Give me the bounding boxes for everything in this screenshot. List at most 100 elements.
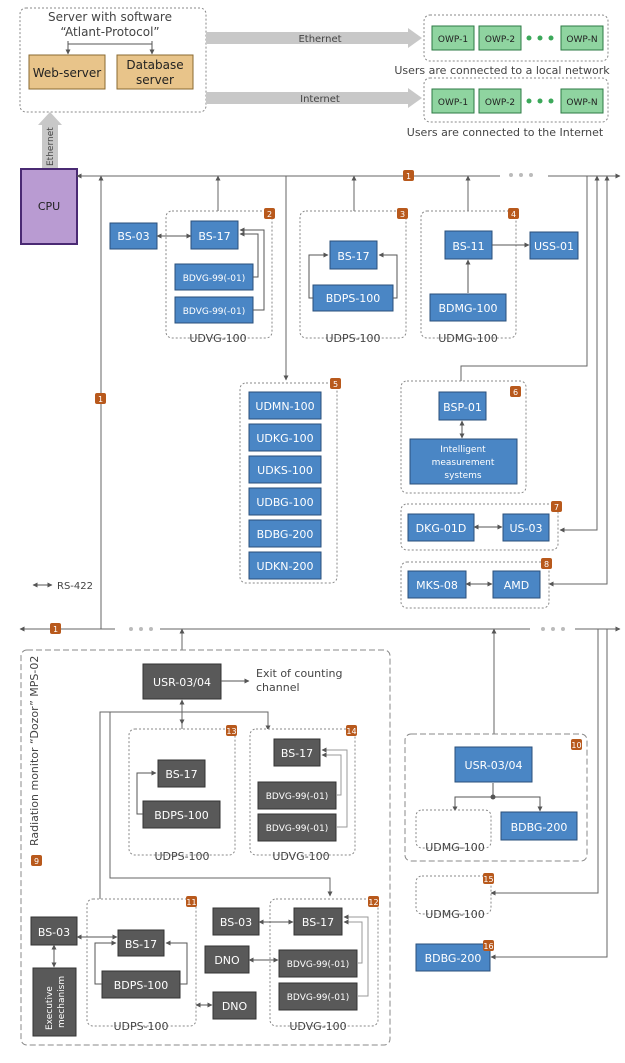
device-label: UDMN-100 — [255, 400, 314, 413]
group-7: 7 DKG-01D US-03 — [400, 501, 562, 551]
device-box — [248, 487, 322, 516]
database-server-label-2: server — [136, 73, 174, 87]
device-label: AMD — [504, 579, 530, 592]
device-label: UDKN-200 — [257, 560, 314, 573]
owp-node-label: OWP-2 — [485, 98, 515, 108]
badge: 6 — [510, 386, 521, 397]
group-udps-100: 3 BS-17 BDPS-100 UDPS-100 — [299, 208, 408, 345]
device-label: BS-03 — [38, 926, 70, 939]
svg-text:8: 8 — [544, 560, 549, 569]
device-label: BDVG-99(-01) — [287, 993, 350, 1003]
ethernet-vertical-label: Ethernet — [46, 127, 56, 166]
device-label: BDBG-200 — [511, 821, 568, 834]
badge: 2 — [264, 208, 275, 219]
local-network-group: OWP-1 OWP-2 OWP-N Users are connected to… — [394, 14, 610, 77]
device-label: DNO — [214, 954, 240, 967]
dozor-monitor-group: Radiation monitor “Dozor” MPS-02 9 USR-0… — [20, 649, 391, 1046]
group-udvg-100: 2 BS-03 BS-17 BDVG-99(-01) BDVG-99(-01) … — [109, 208, 275, 345]
svg-text:7: 7 — [554, 503, 559, 512]
exit-label-2: channel — [256, 681, 300, 694]
local-network-caption: Users are connected to a local network — [394, 64, 610, 77]
device-label: Executive — [45, 986, 55, 1030]
badge: 11 — [186, 896, 197, 907]
server-title-line1: Server with software — [48, 10, 172, 24]
svg-text:10: 10 — [571, 741, 581, 750]
group-caption: UDVG-100 — [289, 1020, 346, 1033]
svg-text:13: 13 — [226, 727, 236, 736]
legend-rs422-label: RS-422 — [57, 581, 93, 592]
group-5: 5 UDMN-100 UDKG-100 UDKS-100 UDBG-100 BD… — [239, 378, 341, 584]
svg-text:1: 1 — [53, 625, 58, 634]
device-box — [248, 391, 322, 420]
internet-label: Internet — [300, 94, 340, 105]
device-box — [142, 663, 222, 700]
database-server-box — [116, 54, 194, 90]
device-box — [329, 240, 378, 270]
device-box — [409, 438, 518, 485]
cpu-box — [20, 168, 78, 245]
device-box — [157, 759, 206, 788]
dozor-title: Radiation monitor “Dozor” MPS-02 — [28, 656, 41, 846]
device-label: BDBG-200 — [257, 528, 314, 541]
badge: 1 — [95, 393, 106, 404]
badge: 4 — [508, 208, 519, 219]
device-label: mechanism — [57, 976, 67, 1028]
device-label: BSP-01 — [443, 401, 482, 414]
group-caption: UDMG-100 — [438, 332, 498, 345]
owp-node-label: OWP-N — [566, 35, 597, 45]
web-server-box — [28, 54, 106, 90]
device-box — [273, 738, 321, 767]
device-box — [293, 907, 343, 936]
device-label: UDBG-100 — [256, 496, 313, 509]
device-box — [257, 781, 337, 810]
internet-network-caption: Users are connected to the Internet — [407, 126, 604, 139]
badge: 10 — [571, 739, 582, 750]
svg-text:14: 14 — [346, 727, 356, 736]
owp-node-label: OWP-N — [566, 98, 597, 108]
svg-text:2: 2 — [267, 210, 272, 219]
device-box — [248, 551, 322, 580]
device-box — [32, 967, 77, 1037]
owp-node — [431, 25, 475, 51]
group-caption: UDMG-100 — [425, 841, 485, 854]
svg-text:9: 9 — [34, 857, 39, 866]
device-label: BDPS-100 — [114, 979, 169, 992]
device-box — [529, 231, 579, 260]
svg-text:4: 4 — [511, 210, 516, 219]
device-box — [438, 391, 487, 421]
badge: 1 — [50, 623, 61, 634]
device-label: USR-03/04 — [465, 759, 523, 772]
device-box — [109, 222, 158, 250]
device-label: BS-03 — [117, 230, 149, 243]
udmg-placeholder — [415, 809, 492, 849]
group-8: 8 MKS-08 AMD — [400, 558, 552, 609]
device-box — [429, 293, 507, 322]
device-box — [174, 296, 254, 324]
internet-network-group: OWP-1 OWP-2 OWP-N Users are connected to… — [407, 77, 609, 139]
device-label: BS-11 — [452, 240, 484, 253]
device-box — [444, 230, 493, 260]
device-label: BS-17 — [337, 250, 369, 263]
badge: 7 — [551, 501, 562, 512]
device-label: BS-17 — [281, 747, 313, 760]
device-label: BDPS-100 — [154, 809, 209, 822]
badge: 15 — [483, 873, 494, 884]
device-label: BDBG-200 — [425, 952, 482, 965]
device-box — [142, 800, 221, 829]
device-label: USR-03/04 — [153, 676, 211, 689]
group-udmg-100: 4 BS-11 USS-01 BDMG-100 UDMG-100 — [420, 208, 579, 345]
badge: 5 — [330, 378, 341, 389]
device-label: systems — [444, 471, 482, 481]
badge: 3 — [397, 208, 408, 219]
device-label: measurement — [432, 458, 495, 468]
svg-text:1: 1 — [406, 172, 411, 181]
owp-node — [431, 88, 475, 114]
svg-text:5: 5 — [333, 380, 338, 389]
owp-node — [478, 88, 522, 114]
device-box — [492, 570, 541, 599]
device-label: BS-17 — [198, 230, 230, 243]
database-server-label-1: Database — [126, 58, 183, 72]
owp-node-label: OWP-1 — [438, 35, 468, 45]
device-box — [204, 945, 250, 974]
cpu-label: CPU — [38, 200, 60, 213]
